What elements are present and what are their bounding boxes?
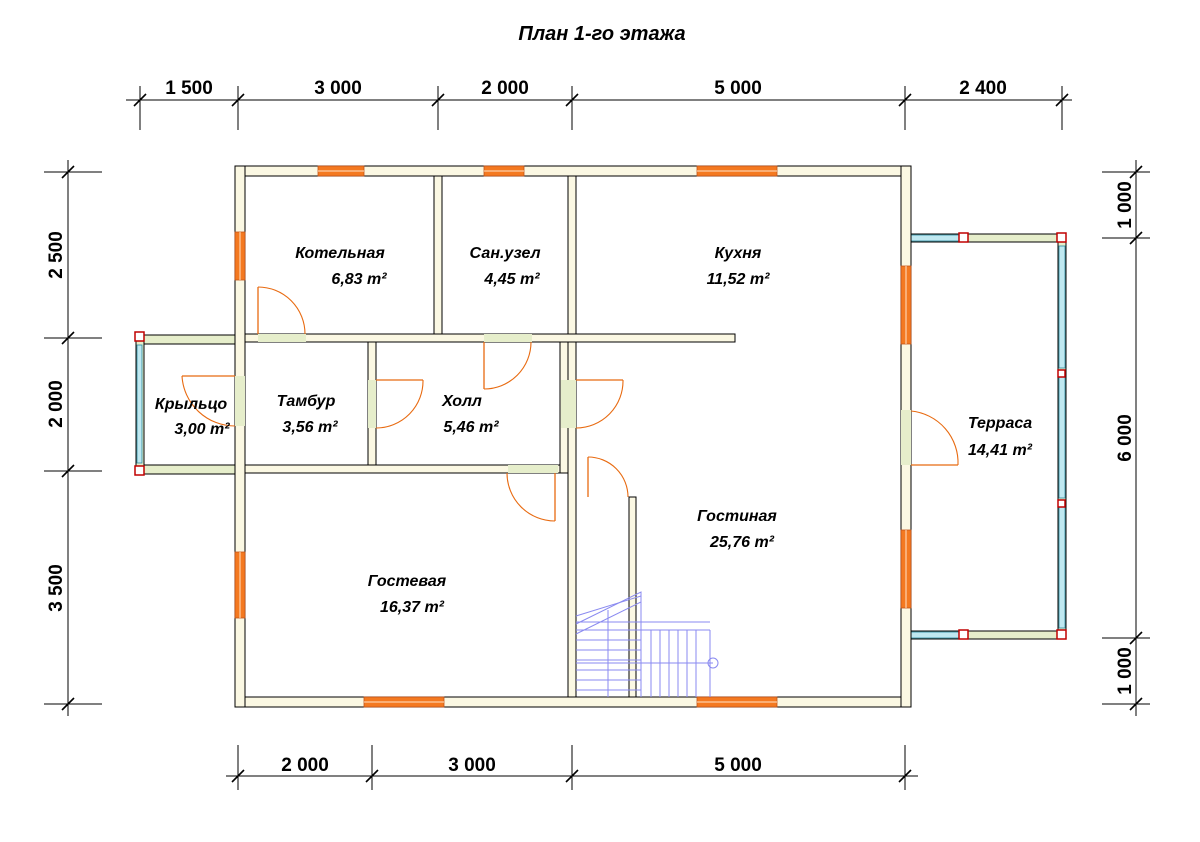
room-name-sanuzel: Сан.узел [469, 245, 540, 262]
room-name-terrasa: Терраса [968, 415, 1032, 432]
terrace-window [1058, 505, 1066, 629]
terrace-window [906, 234, 960, 242]
dim-right-1: 1 000 [1115, 181, 1136, 229]
terrace-post [1056, 629, 1067, 640]
dim-bottom-1: 2 000 [281, 755, 329, 776]
terrace-window [906, 631, 960, 639]
dim-bottom-3: 5 000 [714, 755, 762, 776]
room-area-tambur: 3,56 m² [282, 419, 338, 436]
dim-top-4: 5 000 [714, 78, 762, 99]
terrace-post [1057, 499, 1066, 508]
windows [234, 165, 912, 708]
terrace-post [1056, 232, 1067, 243]
room-name-holl: Холл [441, 393, 482, 410]
dim-left-3: 3 500 [46, 564, 67, 612]
room-name-kotelnaya: Котельная [295, 245, 385, 262]
porch-post [134, 331, 145, 342]
terrace-window [1058, 245, 1066, 369]
room-area-kuhnya: 11,52 m² [707, 271, 771, 288]
right-dimensions: 1 000 6 000 1 000 [1102, 160, 1150, 716]
room-name-gostinaya: Гостиная [697, 508, 777, 525]
door-openings [235, 334, 911, 473]
terrace-post [958, 629, 969, 640]
dim-top-5: 2 400 [959, 78, 1007, 99]
dim-top-2: 3 000 [314, 78, 362, 99]
bottom-dimensions: 2 000 3 000 5 000 [226, 745, 918, 790]
top-dimensions: 1 500 3 000 2 000 5 000 2 400 [126, 78, 1072, 130]
room-name-kuhnya: Кухня [715, 245, 762, 262]
dim-top-1: 1 500 [165, 78, 213, 99]
dim-left-1: 2 500 [46, 231, 67, 279]
dim-bottom-2: 3 000 [448, 755, 496, 776]
dim-right-2: 6 000 [1115, 414, 1136, 462]
room-labels: Котельная 6,83 m² Сан.узел 4,45 m² Кухня… [155, 245, 1033, 616]
terrace [904, 232, 1067, 640]
room-area-kotelnaya: 6,83 m² [331, 271, 387, 288]
room-area-holl: 5,46 m² [443, 419, 499, 436]
left-dimensions: 2 500 2 000 3 500 [44, 160, 102, 716]
terrace-post [1057, 369, 1066, 378]
room-name-gostevaya: Гостевая [368, 573, 447, 590]
room-area-gostevaya: 16,37 m² [380, 599, 445, 616]
dim-left-2: 2 000 [46, 380, 67, 428]
room-area-krylco: 3,00 m² [174, 421, 230, 438]
room-name-krylco: Крыльцо [155, 396, 227, 413]
room-area-terrasa: 14,41 m² [968, 442, 1033, 459]
dim-right-3: 1 000 [1115, 647, 1136, 695]
porch-rail-window [136, 344, 143, 464]
room-area-sanuzel: 4,45 m² [483, 271, 540, 288]
dim-top-3: 2 000 [481, 78, 529, 99]
porch-post [134, 465, 145, 476]
terrace-window [1058, 375, 1066, 499]
doors [181, 286, 959, 522]
room-name-tambur: Тамбур [277, 393, 336, 410]
room-area-gostinaya: 25,76 m² [709, 534, 775, 551]
staircase [575, 591, 719, 697]
terrace-post [958, 232, 969, 243]
plan-title: План 1-го этажа [518, 23, 685, 45]
